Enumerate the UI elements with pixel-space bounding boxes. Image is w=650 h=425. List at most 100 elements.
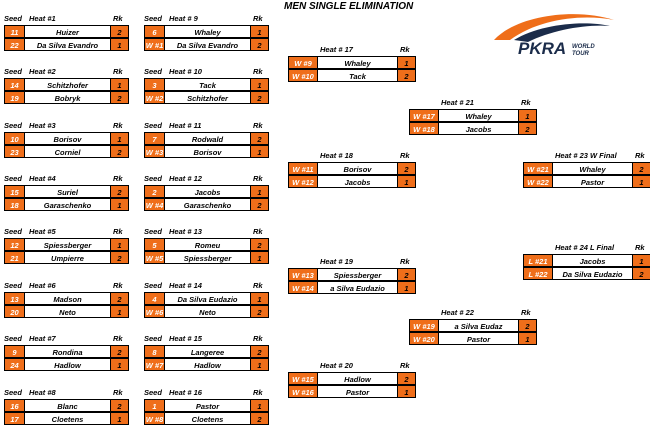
rank-cell: 2: [250, 238, 269, 251]
athlete-name-cell: Pastor: [552, 175, 633, 188]
athlete-name-cell: Da Silva Evandro: [24, 38, 111, 51]
heat-title: Heat # 18: [320, 151, 353, 160]
seed-cell: W #20: [409, 332, 439, 345]
rank-column-label: Rk: [113, 227, 123, 236]
rank-cell: 1: [250, 399, 269, 412]
seed-cell: W #9: [288, 56, 318, 69]
seed-cell: 6: [144, 25, 165, 38]
heat-title: Heat # 10: [169, 67, 202, 76]
rank-cell: 2: [250, 198, 269, 211]
rank-column-label: Rk: [113, 14, 123, 23]
seed-cell: W #13: [288, 268, 318, 281]
seed-column-label: Seed: [144, 388, 162, 397]
rank-column-label: Rk: [113, 174, 123, 183]
heat-title: Heat # 13: [169, 227, 202, 236]
rank-column-label: Rk: [113, 388, 123, 397]
rank-cell: 1: [110, 132, 129, 145]
page-title: MEN SINGLE ELIMINATION: [284, 1, 414, 12]
seed-cell: W #3: [144, 145, 165, 158]
rank-cell: 1: [397, 56, 416, 69]
pkra-logo: PKRA WORLD TOUR: [494, 14, 614, 58]
athlete-name-cell: Bobryk: [24, 91, 111, 104]
athlete-name-cell: Hadlow: [317, 372, 398, 385]
seed-cell: 21: [4, 251, 25, 264]
seed-cell: 16: [4, 399, 25, 412]
seed-cell: W #6: [144, 305, 165, 318]
athlete-name-cell: Borisov: [317, 162, 398, 175]
rank-cell: 2: [110, 25, 129, 38]
athlete-name-cell: Garaschenko: [164, 198, 251, 211]
seed-cell: W #2: [144, 91, 165, 104]
rank-cell: 1: [518, 109, 537, 122]
heat-title: Heat # 24 L Final: [555, 243, 615, 252]
athlete-name-cell: Neto: [164, 305, 251, 318]
seed-cell: 1: [144, 399, 165, 412]
heat-title: Heat # 17: [320, 45, 353, 54]
seed-cell: W #19: [409, 319, 439, 332]
rank-column-label: Rk: [400, 361, 410, 370]
athlete-name-cell: a Silva Eudazio: [317, 281, 398, 294]
rank-column-label: Rk: [253, 121, 263, 130]
heat-title: Heat #7: [29, 334, 56, 343]
seed-cell: 18: [4, 198, 25, 211]
seed-cell: W #7: [144, 358, 165, 371]
rank-cell: 1: [632, 175, 650, 188]
athlete-name-cell: Jacobs: [317, 175, 398, 188]
rank-cell: 1: [250, 185, 269, 198]
rank-cell: 1: [110, 78, 129, 91]
rank-cell: 1: [110, 412, 129, 425]
heat-title: Heat # 19: [320, 257, 353, 266]
athlete-name-cell: Madson: [24, 292, 111, 305]
athlete-name-cell: Cloetens: [24, 412, 111, 425]
rank-cell: 2: [250, 345, 269, 358]
rank-cell: 2: [632, 267, 650, 280]
athlete-name-cell: Huizer: [24, 25, 111, 38]
athlete-name-cell: Borisov: [164, 145, 251, 158]
rank-cell: 1: [110, 198, 129, 211]
seed-cell: W #4: [144, 198, 165, 211]
rank-cell: 2: [518, 122, 537, 135]
rank-cell: 1: [110, 305, 129, 318]
athlete-name-cell: Da Silva Eudazio: [164, 292, 251, 305]
heat-title: Heat # 23 W Final: [555, 151, 617, 160]
seed-cell: W #1: [144, 38, 165, 51]
heat-title: Heat #5: [29, 227, 56, 236]
rank-cell: 2: [110, 345, 129, 358]
rank-column-label: Rk: [635, 243, 645, 252]
rank-cell: 1: [250, 25, 269, 38]
